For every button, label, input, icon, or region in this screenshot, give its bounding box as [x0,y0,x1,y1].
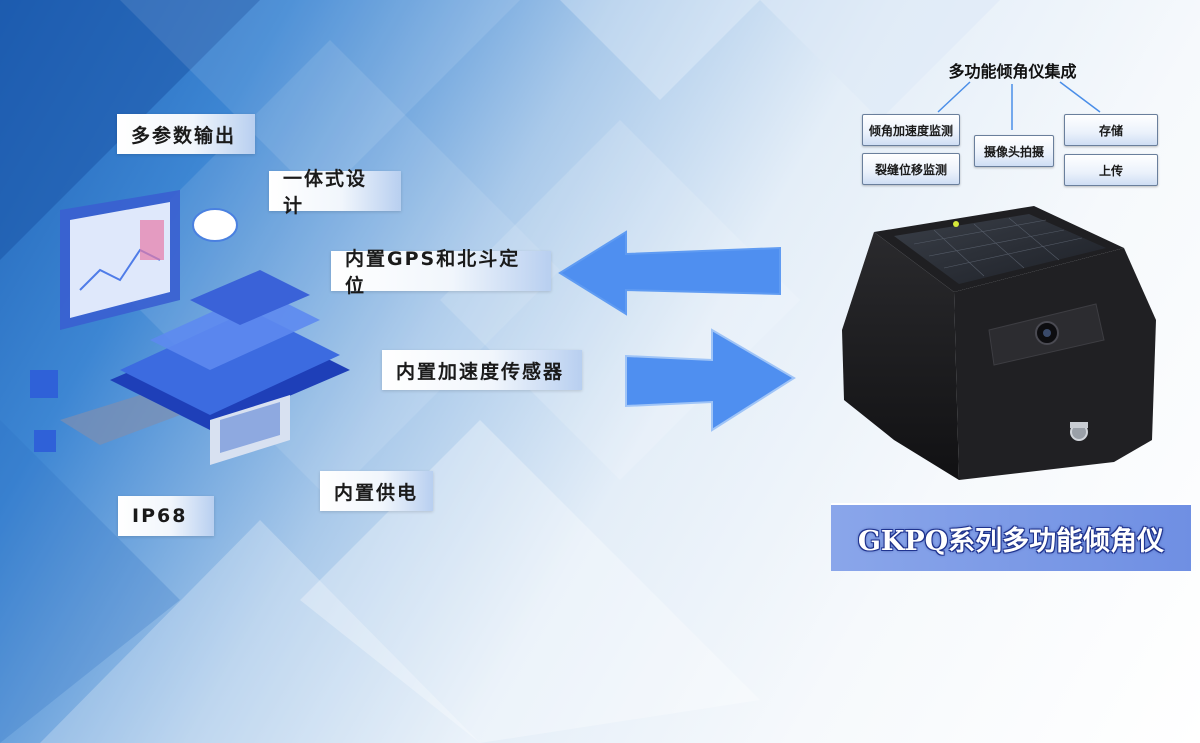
system-camera: 摄像头拍摄 [974,135,1054,167]
feature-power: 内置供电 [320,471,433,511]
right-arrow [625,328,796,432]
feature-gps-beidou: 内置GPS和北斗定位 [331,248,551,297]
system-upload: 上传 [1064,154,1158,186]
left-arrow [558,230,781,316]
platform-illustration [30,190,350,465]
system-tilt-accel: 倾角加速度监测 [862,114,960,146]
feature-integrated-design: 一体式设计 [269,168,401,217]
feature-ip68: IP68 [118,496,214,536]
tilt-meter-device [842,206,1156,480]
feature-accel-sensor: 内置加速度传感器 [382,350,582,390]
system-storage: 存储 [1064,114,1158,146]
system-crack-displacement: 裂缝位移监测 [862,153,960,185]
feature-multi-param-output: 多参数输出 [117,114,255,154]
product-title: GKPQ系列多功能倾角仪 [831,503,1191,571]
system-title: 多功能倾角仪集成 [948,62,1077,81]
